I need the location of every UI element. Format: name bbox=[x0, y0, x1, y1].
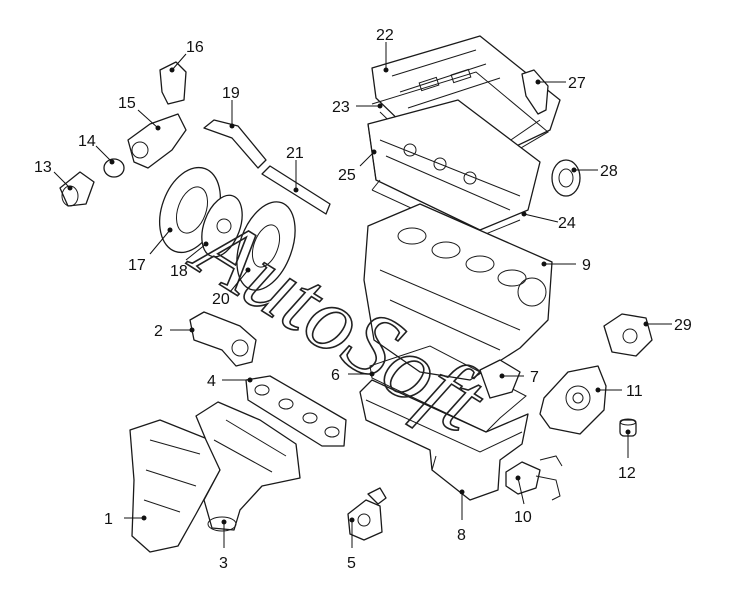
part-oil-pan bbox=[359, 379, 529, 501]
callout-3: 3 bbox=[219, 555, 228, 572]
part-housing-15 bbox=[127, 113, 187, 169]
part-outlet-13 bbox=[59, 171, 95, 207]
callout-24: 24 bbox=[558, 215, 576, 232]
part-heat-shield bbox=[129, 419, 221, 553]
callout-22: 22 bbox=[376, 27, 394, 44]
part-engine-block bbox=[363, 203, 553, 381]
part-sensor-16 bbox=[159, 61, 187, 105]
part-thermostat bbox=[603, 313, 653, 357]
callout-16: 16 bbox=[186, 39, 204, 56]
callout-6: 6 bbox=[331, 367, 340, 384]
part-hose-19 bbox=[203, 119, 267, 169]
callout-13: 13 bbox=[34, 159, 52, 176]
callout-19: 19 bbox=[222, 85, 240, 102]
part-exhaust-manifold bbox=[195, 401, 301, 532]
part-pan-gasket bbox=[369, 345, 527, 433]
part-oil-pickup bbox=[479, 359, 521, 399]
callout-20: 20 bbox=[212, 291, 230, 308]
part-pulley bbox=[551, 159, 581, 197]
callout-28: 28 bbox=[600, 163, 618, 180]
callout-23: 23 bbox=[332, 99, 350, 116]
callout-1: 1 bbox=[104, 511, 113, 528]
part-oil-pump bbox=[505, 455, 563, 501]
part-manifold-gasket bbox=[245, 375, 347, 447]
part-clutch-disc bbox=[201, 194, 243, 258]
callout-15: 15 bbox=[118, 95, 136, 112]
callout-21: 21 bbox=[286, 145, 304, 162]
callout-8: 8 bbox=[457, 527, 466, 544]
callout-10: 10 bbox=[514, 509, 532, 526]
part-sensor-27 bbox=[521, 69, 549, 115]
callout-25: 25 bbox=[338, 167, 356, 184]
callout-4: 4 bbox=[207, 373, 216, 390]
leader-lines bbox=[53, 42, 672, 548]
part-mount-bracket bbox=[347, 487, 387, 541]
part-flywheel bbox=[236, 201, 296, 291]
part-cap-14 bbox=[103, 158, 125, 178]
callout-12: 12 bbox=[618, 465, 636, 482]
callout-11: 11 bbox=[626, 383, 643, 400]
callout-7: 7 bbox=[530, 369, 539, 386]
callout-29: 29 bbox=[674, 317, 692, 334]
part-starter bbox=[189, 311, 257, 367]
callout-18: 18 bbox=[170, 263, 188, 280]
callout-5: 5 bbox=[347, 555, 356, 572]
callout-9: 9 bbox=[582, 257, 591, 274]
part-water-pump-housing bbox=[539, 365, 607, 435]
leader-dots bbox=[67, 67, 649, 525]
callout-14: 14 bbox=[78, 133, 96, 150]
callout-2: 2 bbox=[154, 323, 163, 340]
callout-labels: 1 2 3 4 5 6 7 8 9 10 11 12 13 14 15 16 1… bbox=[34, 27, 692, 572]
callout-27: 27 bbox=[568, 75, 586, 92]
callout-17: 17 bbox=[128, 257, 146, 274]
